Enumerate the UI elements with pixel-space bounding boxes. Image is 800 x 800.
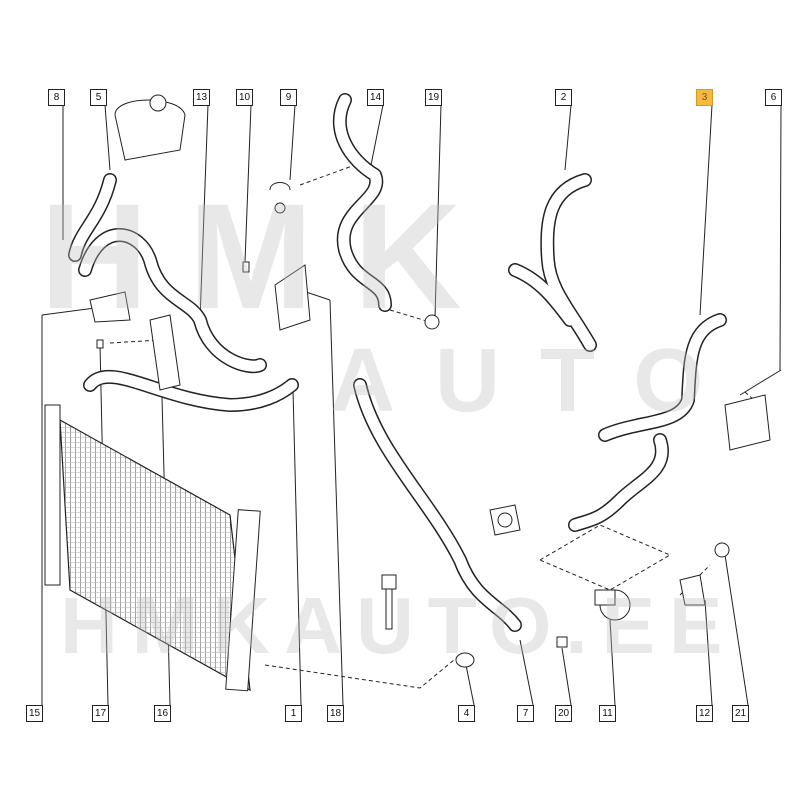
callout-10[interactable]: 10 — [236, 89, 253, 106]
callout-7[interactable]: 7 — [517, 705, 534, 722]
callout-13[interactable]: 13 — [193, 89, 210, 106]
callout-9[interactable]: 9 — [280, 89, 297, 106]
callout-14[interactable]: 14 — [367, 89, 384, 106]
callout-8[interactable]: 8 — [48, 89, 65, 106]
callout-16[interactable]: 16 — [154, 705, 171, 722]
callout-17[interactable]: 17 — [92, 705, 109, 722]
callout-3-highlighted[interactable]: 3 — [696, 89, 713, 106]
callout-6[interactable]: 6 — [765, 89, 782, 106]
radiator — [44, 404, 261, 692]
callout-4[interactable]: 4 — [458, 705, 475, 722]
callout-18[interactable]: 18 — [327, 705, 344, 722]
callout-11[interactable]: 11 — [599, 705, 616, 722]
callout-20[interactable]: 20 — [555, 705, 572, 722]
callout-21[interactable]: 21 — [732, 705, 749, 722]
expansion-tank — [114, 99, 186, 161]
callout-1[interactable]: 1 — [285, 705, 302, 722]
callout-15[interactable]: 15 — [26, 705, 43, 722]
callout-12[interactable]: 12 — [696, 705, 713, 722]
callout-2[interactable]: 2 — [555, 89, 572, 106]
callout-5[interactable]: 5 — [90, 89, 107, 106]
callout-19[interactable]: 19 — [425, 89, 442, 106]
